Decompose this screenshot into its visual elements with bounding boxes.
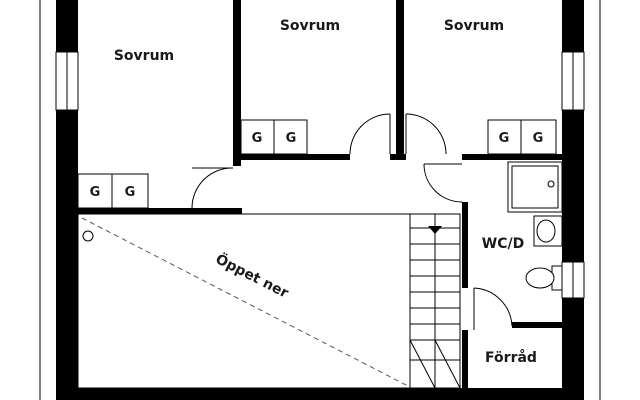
closet-left-a-label: G (90, 185, 101, 200)
closet-middle-a-label: G (252, 131, 263, 146)
stairs-direction-arrow (428, 226, 442, 234)
door-wc-arc (423, 163, 463, 203)
door-storage-arc (473, 287, 513, 327)
wall-left-bottom (56, 208, 242, 214)
closet-middle-a (240, 119, 275, 155)
room-label-wc: WC/D (482, 236, 524, 252)
closet-left-b-label: G (125, 185, 136, 200)
wall-wc-storage (512, 322, 584, 328)
room-label-bedroom-left: Sovrum (114, 48, 174, 64)
closet-left-b (111, 173, 149, 209)
door-right-arc (405, 113, 447, 155)
closet-right-b-label: G (533, 131, 544, 146)
wall-right-bottom-a (396, 154, 406, 160)
toilet-bowl (525, 267, 555, 289)
open-below-dash (81, 217, 409, 387)
room-label-storage: Förråd (485, 349, 537, 366)
open-below-marker (82, 230, 94, 242)
wall-middle-bottom-a (233, 154, 350, 160)
closet-middle-b-label: G (286, 131, 297, 146)
closet-right-a-label: G (499, 131, 510, 146)
stair-treads (409, 227, 461, 389)
wall-storage-left (462, 330, 468, 388)
room-label-bedroom-right: Sovrum (444, 18, 504, 34)
room-label-open-below: Öppet ner (213, 250, 292, 302)
outer-wall-bottom (56, 388, 584, 400)
wall-left-right-lower (233, 160, 241, 166)
closet-right-a (487, 119, 522, 155)
shower-drain (547, 180, 555, 188)
sink-bowl (536, 219, 556, 243)
closet-middle-b (273, 119, 308, 155)
wall-bedroom-left-middle (233, 0, 241, 160)
door-left-arc (191, 167, 234, 209)
closet-left-a (77, 173, 113, 209)
closet-right-b (520, 119, 557, 155)
wall-bedroom-middle-right (396, 0, 404, 160)
wall-right-bottom-b (462, 154, 584, 160)
open-below-outline (77, 213, 411, 389)
wall-wc-left (462, 202, 468, 288)
room-label-bedroom-middle: Sovrum (280, 18, 340, 34)
door-middle-arc (349, 113, 391, 155)
